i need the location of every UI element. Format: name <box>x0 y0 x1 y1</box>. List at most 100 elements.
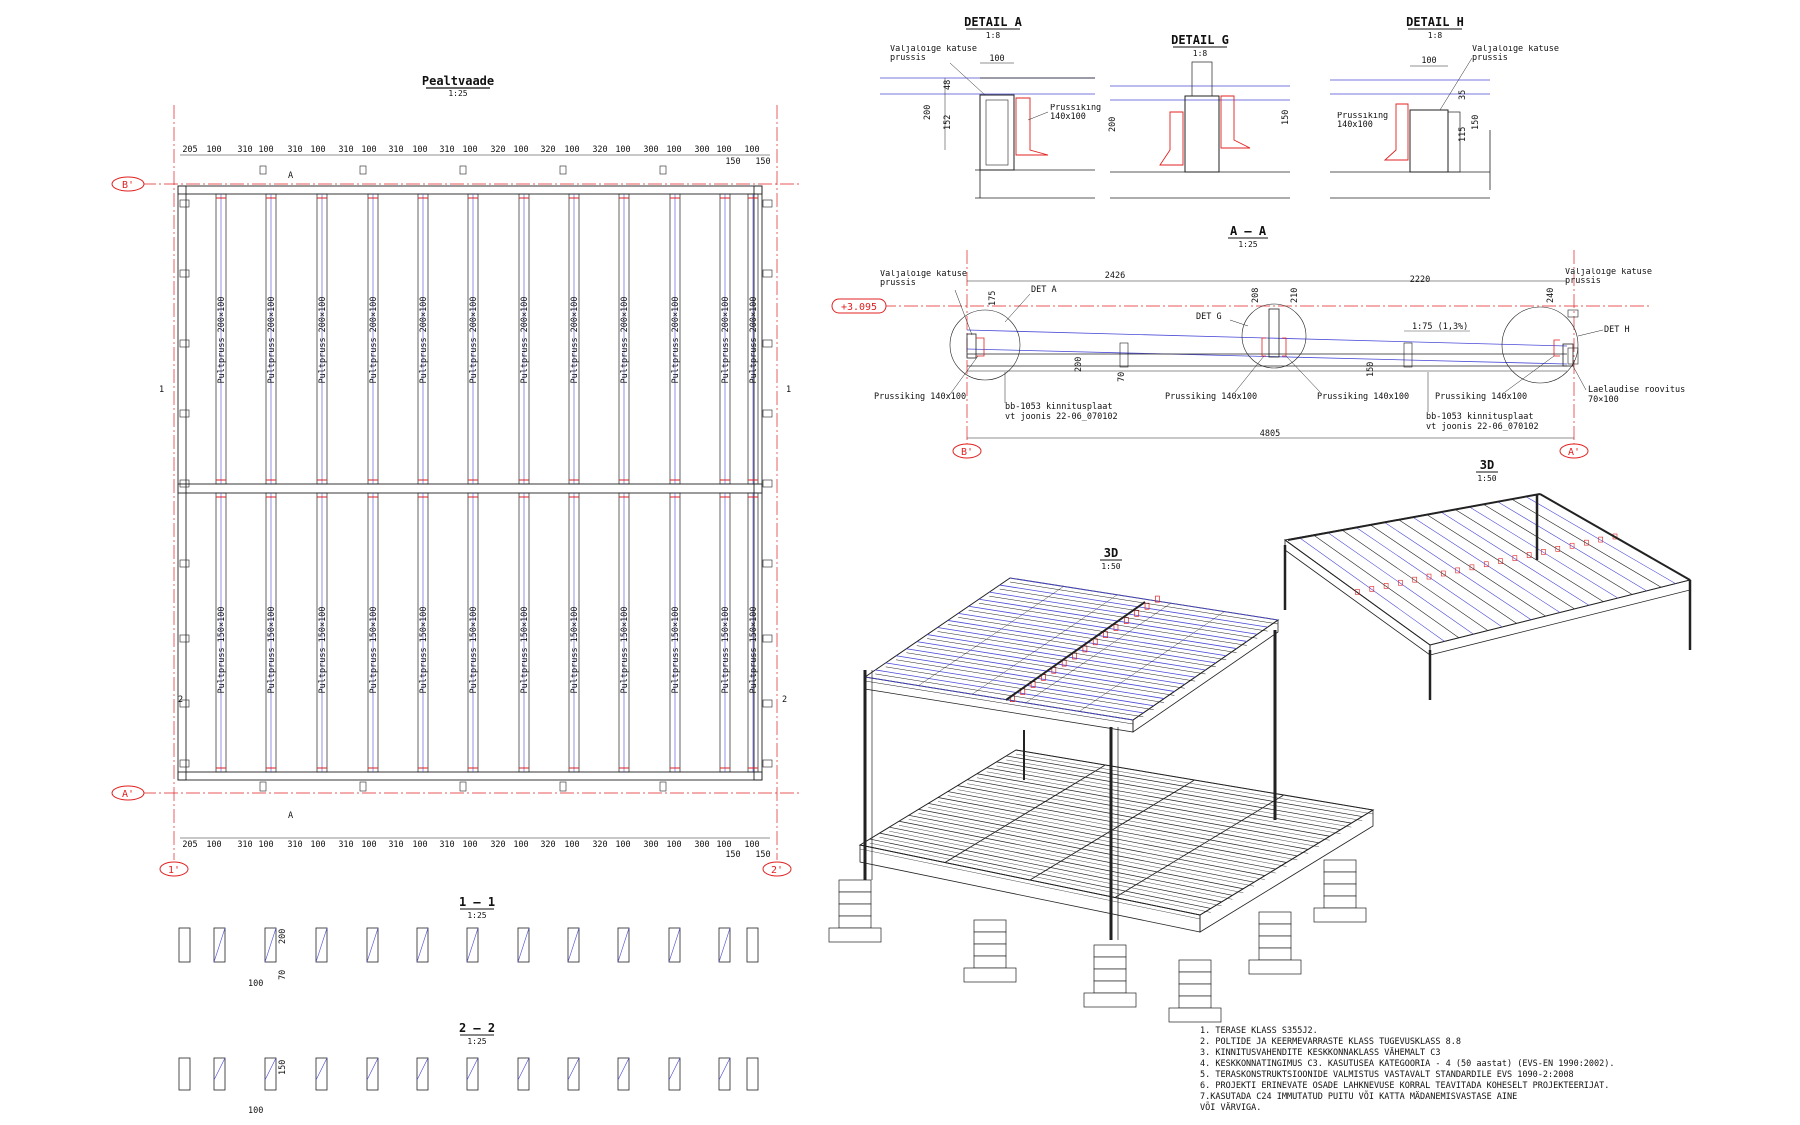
small-3d-joist <box>1313 534 1460 639</box>
detail-g-title: DETAIL G <box>1171 33 1229 47</box>
section-a-a: A – A 1:25 +3.095 B' A' 2426 2220 4805 <box>831 224 1685 459</box>
floor-joist-3d-edge <box>937 801 1287 867</box>
rafter-label-lower: Pultpruss 150×100 <box>671 607 681 694</box>
section-2-2-dim-width: 100 <box>248 1106 263 1116</box>
note-line: 4. KESKKONNATINGIMUS C3. KASUTUSEA KATEG… <box>1200 1059 1615 1069</box>
edge-block-left <box>179 759 190 768</box>
detail-h: DETAIL H 1:8 100 35 150 115 Väljalõige k… <box>1330 15 1559 199</box>
grid-label-a: A' <box>122 789 134 800</box>
floor-joist-3d-edge <box>908 819 1255 887</box>
detail-a-dim-200: 200 <box>923 105 933 120</box>
plan-bottom-dim: 300 <box>694 840 709 850</box>
small-3d-joist <box>1412 516 1561 613</box>
roof-purlin-3d <box>1079 611 1225 712</box>
section-1-1-profile <box>213 927 226 963</box>
section-2-2-scale: 1:25 <box>467 1037 486 1046</box>
floor-joist-3d-edge <box>1015 753 1374 815</box>
pier-block <box>1323 859 1357 873</box>
detail-a-label-cut: Väljalõige katuse prussis <box>890 45 977 63</box>
section-2-2-profile <box>746 1057 759 1091</box>
small-3d-ring <box>1584 539 1589 546</box>
plan-top-dim: 100 <box>564 145 579 155</box>
roof-rafter-3d <box>968 605 1237 649</box>
plan-top-dim: 205 <box>182 145 197 155</box>
section-2-2-profile <box>315 1057 328 1091</box>
plan-top-dim: 100 <box>513 145 528 155</box>
edge-block-left <box>179 559 190 568</box>
section-2-2-profile <box>668 1057 681 1091</box>
pier-block <box>1093 980 1127 994</box>
edge-block-top <box>359 165 367 175</box>
roof-rafter-3d-edge <box>927 638 1196 682</box>
section-aa-h-70: 70 <box>1117 372 1127 382</box>
plan-bottom-dim: 310 <box>237 840 252 850</box>
edge-block-right <box>762 409 773 418</box>
section-2-2-profile <box>718 1057 731 1091</box>
detail-a-label-ring: Prussiking 140x100 <box>1050 104 1102 122</box>
detail-h-title: DETAIL H <box>1406 15 1464 29</box>
section-aa-h-210: 210 <box>1290 288 1300 303</box>
edge-block-left <box>179 339 190 348</box>
small-3d-ring <box>1498 558 1503 564</box>
view-3d-small-scale: 1:50 <box>1477 474 1496 483</box>
roof-rafter-3d-edge <box>916 645 1185 689</box>
section-1-1-profile <box>617 927 630 963</box>
small-3d-ring <box>1555 546 1561 552</box>
edge-block-right <box>762 479 773 488</box>
section-1-1-dim-width: 100 <box>248 979 263 989</box>
edge-block-bottom <box>459 781 467 792</box>
pier-block <box>973 955 1007 969</box>
section-2-2-profile <box>178 1057 191 1091</box>
section-aa-dim-left: 2426 <box>1105 271 1125 281</box>
pier-block <box>838 903 872 917</box>
floor-joist-3d-edge <box>957 789 1309 854</box>
pier-block <box>973 931 1007 945</box>
section-aa-lath-b: 70×100 <box>1588 395 1619 405</box>
floor-joist-3d-edge <box>898 825 1244 893</box>
rafter-label-lower: Pultpruss 150×100 <box>749 607 759 694</box>
floor-joist-3d-edge <box>967 783 1319 848</box>
roof-ring-3d <box>1103 631 1108 639</box>
small-3d-joist <box>1454 509 1604 602</box>
small-3d-ring <box>1526 552 1532 558</box>
pier-block <box>1258 923 1292 937</box>
note-line: 6. PROJEKTI ERINEVATE OSADE LAHKNEVUSE K… <box>1200 1081 1609 1091</box>
detail-a: DETAIL A 1:8 100 48 200 152 Väljalõige k… <box>880 15 1102 199</box>
plan-bottom-dim: 100 <box>666 840 681 850</box>
section-2-2-hatch <box>668 1057 681 1081</box>
section-1-1-hatch <box>416 927 429 963</box>
section-1-1-profile <box>416 927 429 963</box>
small-3d-ring <box>1369 586 1375 592</box>
section-1-1-hatch <box>517 927 530 963</box>
rafter-label-lower: Pultpruss 150×100 <box>419 607 429 694</box>
section-1-1-profile <box>264 927 277 963</box>
section-2-2-hatch <box>466 1057 479 1081</box>
plan-top-dim: 310 <box>388 145 403 155</box>
roof-purlin-3d <box>1025 603 1171 703</box>
section-2-2-profile <box>213 1057 226 1091</box>
plan-title: Pealtvaade <box>422 74 494 88</box>
pier-block <box>1258 911 1292 925</box>
small-3d-joist <box>1426 514 1575 610</box>
small-3d-ring <box>1598 536 1603 543</box>
section-aa-det-a: DET A <box>1031 285 1057 295</box>
detail-a-dim-width: 100 <box>989 54 1004 64</box>
small-3d-ring <box>1455 567 1460 574</box>
roof-ring-3d <box>1134 609 1140 617</box>
plan-top-dim: 320 <box>540 145 555 155</box>
detail-h-scale: 1:8 <box>1428 31 1443 40</box>
section-aa-plate-2b: vt joonis 22-06_070102 <box>1426 422 1539 432</box>
edge-block-right <box>762 759 773 768</box>
rafter-label-lower: Pultpruss 150×100 <box>318 607 328 694</box>
pier-footing <box>1168 1007 1222 1023</box>
section-2-2-profile <box>264 1057 277 1091</box>
section-1-1-hatch <box>718 927 731 963</box>
roof-rafter-3d <box>989 591 1258 635</box>
roof-ring-3d <box>1123 617 1129 624</box>
small-3d-joist <box>1284 539 1431 646</box>
note-line: 2. POLTIDE JA KEERMEVARRASTE KLASS TUGEV… <box>1200 1037 1461 1047</box>
section-aa-grid-a: A' <box>1568 447 1580 458</box>
rafter-label-lower: Pultpruss 150×100 <box>620 607 630 694</box>
pier-block <box>1323 883 1357 897</box>
